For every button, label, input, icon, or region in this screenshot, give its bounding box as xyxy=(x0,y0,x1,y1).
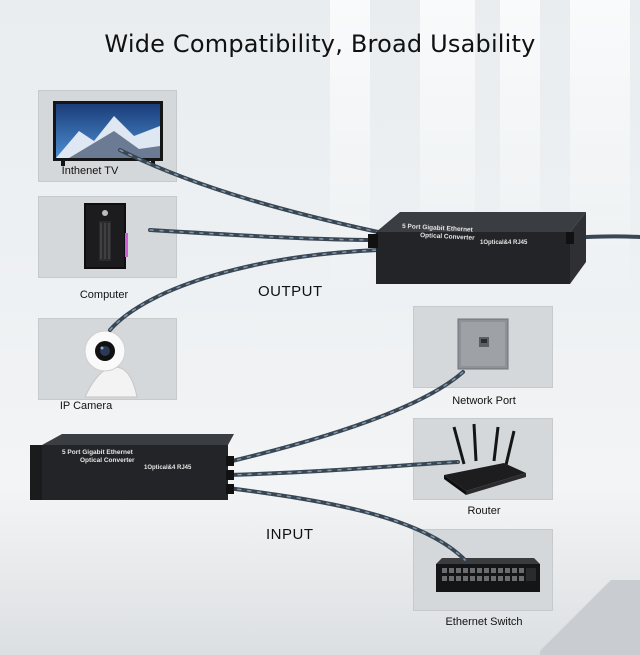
router-card xyxy=(413,418,553,500)
converter-bottom-line2: Optical Converter xyxy=(80,457,135,464)
converter-bottom-line3: 1Optical&4 RJ45 xyxy=(144,465,192,471)
converter-top-line3: 1Optical&4 RJ45 xyxy=(480,240,528,246)
camera-icon xyxy=(84,330,138,398)
page-title: Wide Compatibility, Broad Usability xyxy=(104,30,536,58)
cable-tv xyxy=(118,148,380,234)
floor-shadow xyxy=(540,580,640,655)
cable-computer xyxy=(148,228,380,242)
computer-icon xyxy=(84,203,128,269)
camera-label: IP Camera xyxy=(59,400,113,412)
converter-top-line1: 5 Port Gigabit Ethernet xyxy=(402,223,474,234)
converter-top xyxy=(368,212,586,284)
network-port-card xyxy=(413,306,553,388)
switch-card xyxy=(413,529,553,611)
camera-card xyxy=(38,318,177,400)
tv-label: Inthenet TV xyxy=(61,165,119,177)
tv-card xyxy=(38,90,177,182)
network-port-icon xyxy=(457,318,509,370)
output-label: OUTPUT xyxy=(258,283,323,300)
network-port-label: Network Port xyxy=(452,395,516,407)
computer-card xyxy=(38,196,177,278)
switch-label: Ethernet Switch xyxy=(445,616,523,628)
cable-router xyxy=(226,460,460,477)
cable-switch xyxy=(226,486,467,562)
switch-icon xyxy=(436,558,540,592)
converter-bottom-line1: 5 Port Gigabit Ethernet xyxy=(62,449,134,456)
router-label: Router xyxy=(467,505,501,517)
cable-network-port xyxy=(226,370,465,464)
computer-label: Computer xyxy=(79,289,129,301)
converter-top-line2: Optical Converter xyxy=(420,232,475,242)
router-icon xyxy=(444,423,526,495)
input-label: INPUT xyxy=(266,526,314,543)
cable-camera xyxy=(108,248,380,332)
tv-icon xyxy=(53,101,163,166)
converter-bottom xyxy=(30,434,234,500)
